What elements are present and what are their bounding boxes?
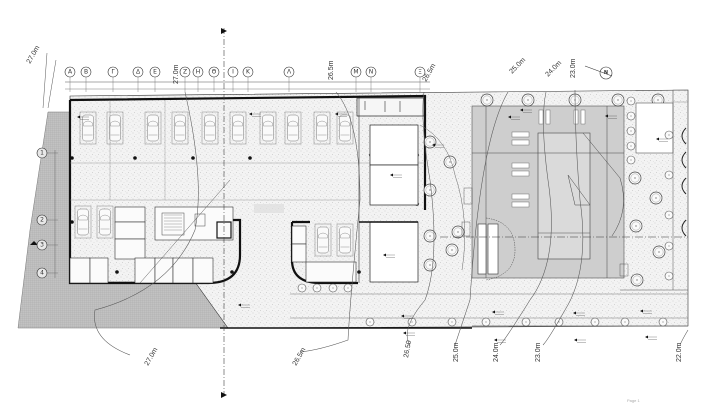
contour-elevation-label: 23.0m — [570, 58, 577, 78]
grid-bubble-left: 4 — [36, 267, 58, 279]
svg-text:2: 2 — [40, 217, 44, 224]
svg-text:4: 4 — [40, 270, 44, 277]
contour-elevation-label: 24.0m — [544, 60, 563, 79]
contour-elevation-label: 27.0m — [26, 45, 42, 65]
svg-text:Κ: Κ — [246, 69, 251, 76]
svg-text:3: 3 — [40, 242, 44, 249]
grid-axis-top: Α Β Γ Δ Ε Ζ Η Θ Ι Κ Λ Μ Ν Ξ — [64, 66, 426, 92]
grid-bubble-top: Ξ — [414, 66, 426, 92]
contour-elevation-label: 26.50 — [403, 340, 413, 359]
contour-elevation-label: 27.0m — [144, 347, 160, 367]
contour-elevation-label: 27.0m — [173, 64, 180, 84]
grid-bubble-top: Κ — [242, 66, 254, 92]
service-rooms — [356, 97, 425, 283]
grid-bubble-top: Ζ — [179, 66, 191, 92]
svg-text:Ε: Ε — [153, 69, 157, 76]
grid-bubble-left: 1 — [36, 147, 58, 159]
contour-elevation-label: 23.0m — [535, 342, 542, 362]
grid-bubble-top: Γ — [107, 66, 119, 92]
right-garden — [620, 89, 689, 291]
svg-text:Η: Η — [196, 69, 201, 76]
contour-elevation-label: 26.5m — [328, 60, 335, 80]
svg-text:Ξ: Ξ — [418, 69, 422, 76]
svg-text:1: 1 — [40, 150, 44, 157]
contour-elevation-label: 26.5m — [292, 347, 308, 367]
grid-bubble-top: Ν — [365, 66, 377, 92]
pool-deck — [461, 105, 629, 281]
page-footer: Page 1 — [627, 398, 640, 403]
contour-elevation-label: 25.0m — [508, 57, 527, 76]
grid-bubble-top: Θ — [208, 66, 220, 92]
svg-text:Θ: Θ — [212, 69, 217, 76]
svg-text:Ν: Ν — [369, 69, 374, 76]
svg-text:Ζ: Ζ — [183, 69, 187, 76]
svg-text:Β: Β — [84, 69, 88, 76]
svg-text:Λ: Λ — [287, 69, 292, 76]
svg-text:N: N — [604, 70, 608, 76]
stair-core — [154, 206, 234, 241]
grid-bubble-top: Β — [80, 66, 92, 92]
grid-bubble-top: Η — [192, 66, 204, 92]
svg-text:Ι: Ι — [232, 69, 234, 76]
contour-lines — [94, 89, 689, 356]
grid-bubble-top: Δ — [132, 66, 144, 92]
svg-text:Δ: Δ — [136, 69, 141, 76]
grid-bubble-top: Λ — [283, 66, 295, 92]
grid-bubble-top: Ι — [227, 66, 239, 92]
grid-axis-left: 1 2 3 4 — [36, 147, 58, 279]
grid-bubble-left: 3 — [36, 239, 58, 251]
contour-elevation-label: 24.0m — [493, 342, 500, 362]
grid-bubble-top: Α — [64, 66, 76, 92]
grid-bubble-top: Ε — [149, 66, 161, 92]
contour-elevation-label: 22.0m — [676, 342, 683, 362]
svg-text:Γ: Γ — [111, 69, 115, 76]
grid-bubble-top: Μ — [350, 66, 362, 92]
storage-rooms-left — [69, 206, 214, 284]
north-arrow-icon: N — [584, 65, 613, 80]
svg-text:Μ: Μ — [353, 69, 358, 76]
contour-elevation-label: 25.0m — [453, 342, 460, 362]
grid-bubble-left: 2 — [36, 214, 58, 226]
svg-text:Α: Α — [68, 69, 73, 76]
